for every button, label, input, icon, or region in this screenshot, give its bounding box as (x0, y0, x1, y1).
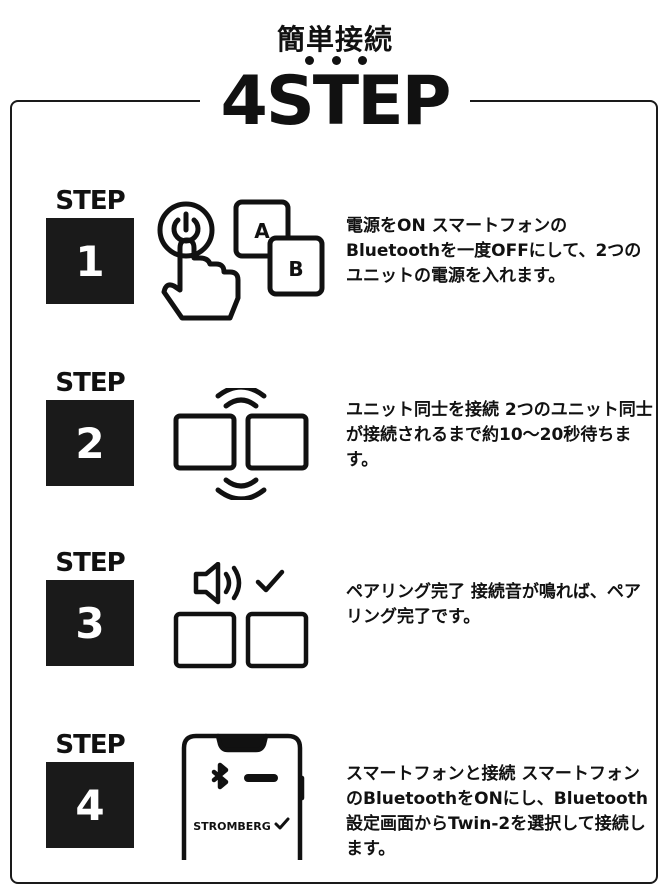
emphasis-dots (305, 56, 367, 65)
unit-a-label: A (254, 219, 270, 243)
step-2-label: STEP (55, 368, 125, 398)
step-2-number: 2 (46, 400, 134, 486)
units-connecting-icon (173, 388, 309, 500)
step-4-label: STEP (55, 730, 125, 760)
phone-brand-label: STROMBERG (193, 820, 271, 833)
step-3-label: STEP (55, 548, 125, 578)
step-3-number: 3 (46, 580, 134, 666)
title-gap (200, 94, 470, 108)
step-2-description: ユニット同士を接続 2つのユニット同士が接続されるまで約10〜20秒待ちます。 (346, 400, 653, 470)
step-4-description: スマートフォンと接続 スマートフォンのBluetoothをONにし、Blueto… (346, 764, 648, 859)
step-4-number: 4 (46, 762, 134, 848)
step-1-number: 1 (46, 218, 134, 304)
subtitle: 簡単接続 (276, 23, 393, 56)
page-title: 4STEP (220, 62, 452, 141)
step-1-description: 電源をON スマートフォンのBluetoothを一度OFFにして、2つのユニット… (346, 216, 642, 286)
step-1-label: STEP (55, 186, 125, 216)
smartphone-bluetooth-icon: STROMBERG (181, 733, 305, 860)
power-button-ab-units-icon: A B (157, 199, 325, 321)
unit-b-label: B (288, 257, 303, 281)
pairing-sound-check-icon (173, 562, 309, 669)
step-3-description: ペアリング完了 接続音が鳴れば、ペアリング完了です。 (346, 582, 641, 627)
